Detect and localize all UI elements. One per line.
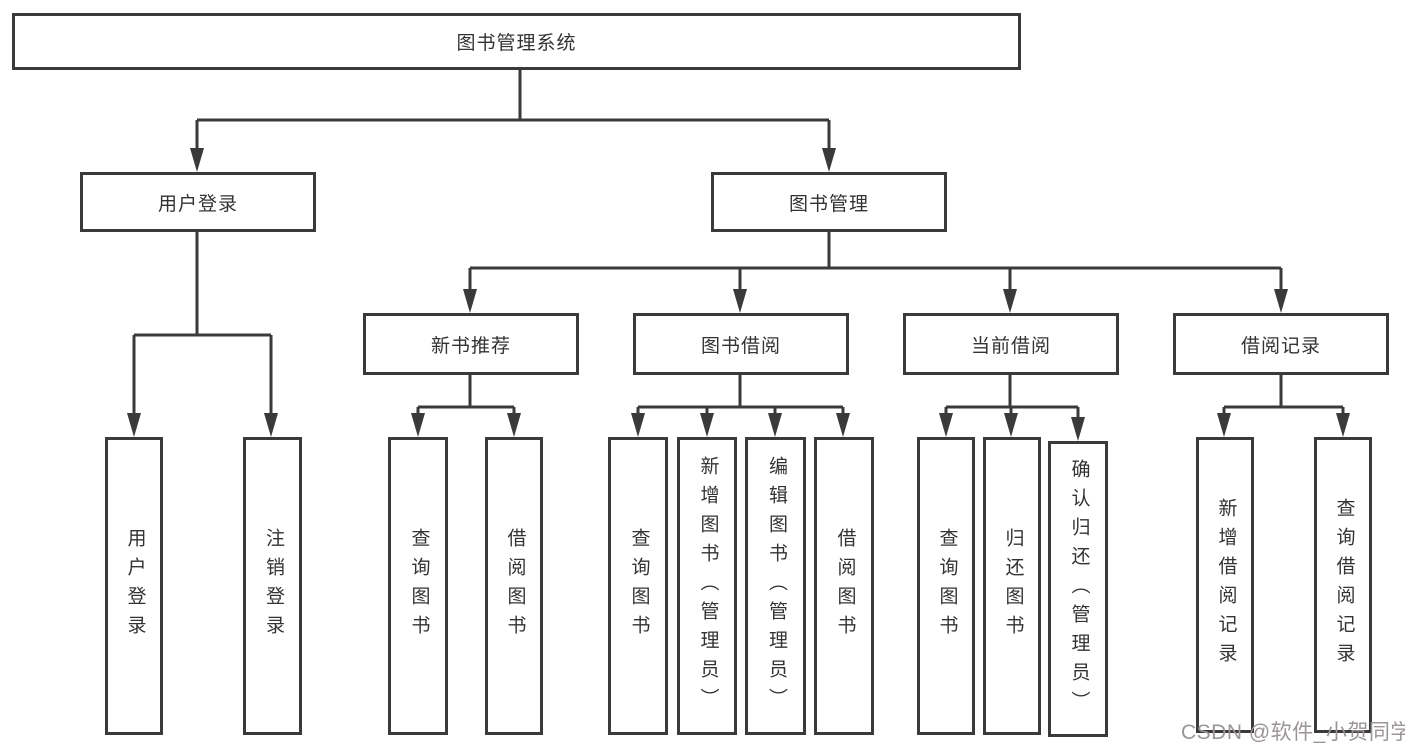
leaf-query-borrow-record-label: 查询借阅记录 (1333, 498, 1355, 672)
node-user-login-label: 用户登录 (157, 193, 238, 215)
leaf-query-books-current: 查询图书 (917, 437, 975, 735)
node-library-system: 图书管理系统 (12, 13, 1021, 70)
leaf-query-books-recommend-label: 查询图书 (408, 528, 430, 644)
leaf-return-books-label: 归还图书 (1002, 528, 1024, 644)
leaf-add-borrow-record: 新增借阅记录 (1196, 437, 1254, 733)
node-library-system-label: 图书管理系统 (456, 33, 577, 54)
node-borrow-records-label: 借阅记录 (1240, 335, 1321, 357)
leaf-borrow-books: 借阅图书 (814, 437, 874, 735)
leaf-add-books-admin: 新增图书（管理员） (677, 437, 737, 735)
leaf-query-books-recommend: 查询图书 (388, 437, 448, 735)
leaf-add-books-admin-label: 新增图书（管理员） (697, 455, 719, 717)
node-user-login: 用户登录 (80, 172, 316, 232)
leaf-query-books-borrowing-label: 查询图书 (628, 528, 650, 644)
node-book-borrowing: 图书借阅 (633, 313, 849, 375)
leaf-logout-label: 注销登录 (262, 528, 284, 644)
leaf-user-login: 用户登录 (105, 437, 163, 735)
leaf-edit-books-admin-label: 编辑图书（管理员） (765, 455, 787, 717)
node-current-borrowing-label: 当前借阅 (970, 335, 1051, 357)
leaf-borrow-books-label: 借阅图书 (834, 528, 856, 644)
node-new-book-recommend: 新书推荐 (363, 313, 579, 375)
node-current-borrowing: 当前借阅 (903, 313, 1119, 375)
leaf-return-books: 归还图书 (983, 437, 1041, 735)
leaf-edit-books-admin: 编辑图书（管理员） (745, 437, 806, 735)
node-book-management-label: 图书管理 (788, 193, 869, 215)
leaf-borrow-books-recommend: 借阅图书 (485, 437, 543, 735)
leaf-query-books-borrowing: 查询图书 (608, 437, 668, 735)
node-new-book-recommend-label: 新书推荐 (430, 335, 511, 357)
node-borrow-records: 借阅记录 (1173, 313, 1389, 375)
node-book-borrowing-label: 图书借阅 (700, 335, 781, 357)
leaf-query-borrow-record: 查询借阅记录 (1314, 437, 1372, 733)
watermark-text: CSDN @软件_小贺同学 (1181, 721, 1405, 744)
leaf-confirm-return-admin-label: 确认归还（管理员） (1068, 458, 1090, 720)
leaf-borrow-books-recommend-label: 借阅图书 (504, 528, 526, 644)
node-book-management: 图书管理 (711, 172, 947, 232)
leaf-logout: 注销登录 (243, 437, 302, 735)
leaf-user-login-label: 用户登录 (124, 528, 146, 644)
leaf-query-books-current-label: 查询图书 (936, 528, 958, 644)
arrowheads (127, 148, 1350, 441)
leaf-add-borrow-record-label: 新增借阅记录 (1215, 498, 1237, 672)
leaf-confirm-return-admin: 确认归还（管理员） (1048, 441, 1108, 737)
